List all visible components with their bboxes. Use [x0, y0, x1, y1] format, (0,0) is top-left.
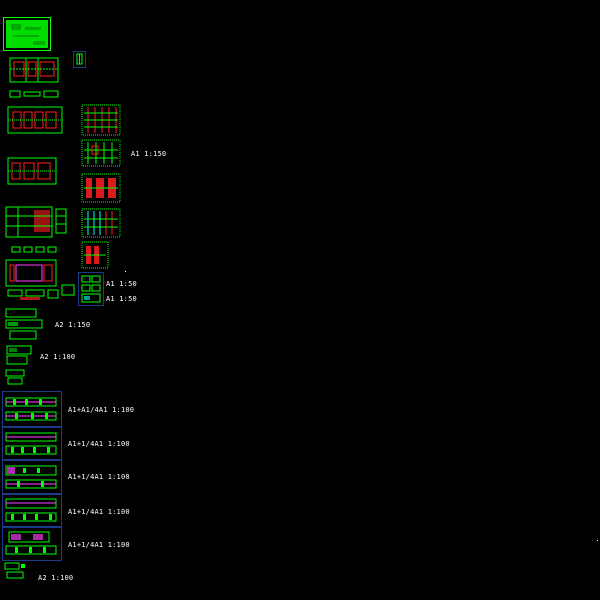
floor-plan-3-drawing: [7, 157, 57, 185]
detail-sheet-small-drawing: [73, 51, 86, 68]
structural-plan-sheet-2[interactable]: [80, 138, 122, 168]
section-sheet-a2-2[interactable]: [5, 344, 35, 368]
elevation-sheet-4[interactable]: [2, 494, 62, 527]
structural-plan-3-drawing: [81, 173, 121, 203]
cover-sheet-drawing: [3, 17, 51, 51]
detail-strip-1-drawing: [9, 90, 59, 98]
scale-label-elevation-5: A1+1/4A1 1:100: [68, 541, 130, 549]
detail-strip-2: [10, 246, 58, 254]
detail-sheet-bottom[interactable]: [3, 561, 29, 583]
section-a2-1-drawing: [5, 308, 43, 340]
detail-sheet-bottom-drawing: [4, 562, 25, 579]
scale-label-a1-50: A1 1:50: [106, 280, 137, 288]
section-sheet-a2-3[interactable]: [4, 368, 30, 388]
elevation-sheet-5[interactable]: [2, 527, 62, 561]
structural-plan-1-drawing: [81, 104, 121, 136]
section-a2-3-drawing: [5, 369, 25, 385]
scale-label-a1-150: A1 1:150: [131, 150, 167, 158]
detail-sheet-small[interactable]: [73, 51, 86, 68]
floor-plan-5-drawing: [5, 259, 75, 300]
floor-plan-4-drawing: [5, 206, 67, 238]
elevation-sheet-1[interactable]: [2, 391, 62, 427]
floor-plan-sheet-1[interactable]: [8, 56, 60, 86]
structural-plan-sheet-4[interactable]: [80, 207, 122, 239]
detail-strip-1: [8, 89, 63, 101]
section-sheet-a2-1[interactable]: [4, 307, 48, 345]
structural-plan-2-drawing: [81, 139, 121, 167]
crosshair-dot-2: [597, 540, 598, 541]
floor-plan-1-drawing: [9, 57, 59, 83]
structural-plan-5-drawing: [81, 241, 109, 269]
crosshair-dot: [125, 271, 126, 272]
floor-plan-sheet-4[interactable]: [4, 204, 70, 244]
floor-plan-sheet-5[interactable]: [4, 257, 78, 305]
floor-plan-2-drawing: [7, 106, 63, 134]
scale-label-elevation-1: A1+A1/4A1 1:100: [68, 406, 135, 414]
elevation-1-drawing: [5, 397, 57, 421]
detail-strip-2-drawing: [11, 246, 57, 253]
structural-plan-sheet-3[interactable]: [80, 172, 122, 204]
section-a2-2-drawing: [6, 345, 32, 365]
scale-label-a2-150: A2 1:150: [55, 321, 91, 329]
scale-label-a2-bottom: A2 1:100: [38, 574, 74, 582]
cover-sheet[interactable]: [3, 17, 51, 51]
structural-plan-sheet-1[interactable]: [80, 103, 122, 137]
detail-sheet-framed-drawing: [81, 275, 101, 303]
structural-plan-4-drawing: [81, 208, 121, 238]
scale-label-elevation-2: A1+1/4A1 1:100: [68, 440, 130, 448]
elevation-5-drawing: [5, 531, 57, 555]
scale-label-a1-50-b: A1 1:50: [106, 295, 137, 303]
floor-plan-sheet-3[interactable]: [6, 155, 60, 189]
scale-label-elevation-4: A1+1/4A1 1:100: [68, 508, 130, 516]
elevation-4-drawing: [5, 498, 57, 522]
detail-sheet-framed[interactable]: [78, 272, 104, 306]
scale-label-elevation-3: A1+1/4A1 1:100: [68, 473, 130, 481]
floor-plan-sheet-2[interactable]: [6, 104, 66, 136]
scale-label-a2-100: A2 1:100: [40, 353, 76, 361]
structural-plan-sheet-5[interactable]: [80, 240, 110, 270]
elevation-2-drawing: [5, 432, 57, 455]
elevation-sheet-3[interactable]: [2, 460, 62, 494]
elevation-3-drawing: [5, 465, 57, 489]
elevation-sheet-2[interactable]: [2, 427, 62, 460]
